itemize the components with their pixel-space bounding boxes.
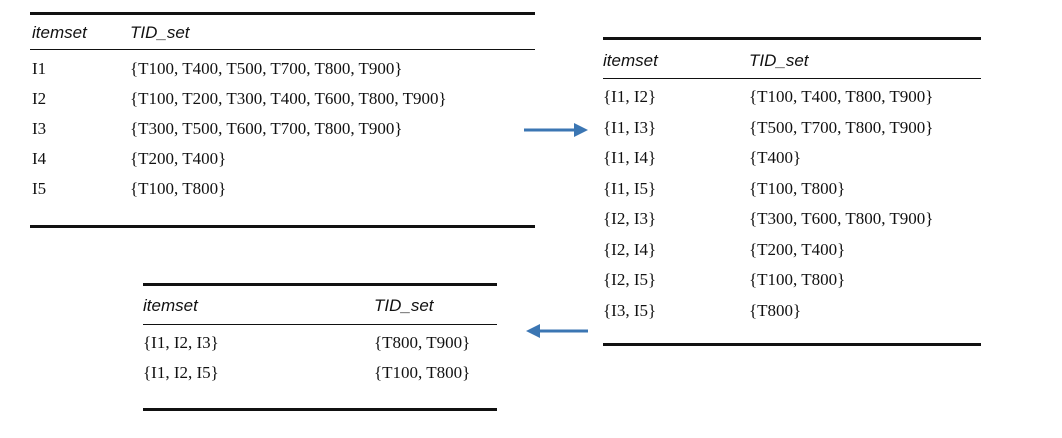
header-itemset: itemset <box>32 23 87 42</box>
itemset-cell: {I3, I5} <box>603 300 657 320</box>
table-row: {I1, I5} {T100, T800} <box>603 174 981 205</box>
tid-set-cell: {T300, T600, T800, T900} <box>749 209 934 228</box>
bottom-rule <box>603 343 981 346</box>
tid-set-cell: {T200, T400} <box>749 239 846 259</box>
tid-set-cell: {T200, T400} <box>130 149 227 168</box>
itemset-cell: {I2, I3} <box>603 209 657 228</box>
header-tid-set: TID_set <box>374 296 434 315</box>
itemset-table-2: itemset TID_set {I1, I2} {T100, T400, T8… <box>603 37 981 346</box>
itemset-cell: I3 <box>32 119 47 138</box>
tid-set-cell: {T100, T800} <box>130 179 227 198</box>
table-row: {I3, I5} {T800} <box>603 296 981 327</box>
tid-set-cell: {T800} <box>749 300 802 320</box>
tid-set-cell: {T300, T500, T600, T700, T800, T900} <box>130 119 403 138</box>
header-tid-set: TID_set <box>130 23 190 42</box>
itemset-cell: I5 <box>32 179 47 198</box>
arrow-left-icon <box>526 324 588 338</box>
header-row: itemset TID_set <box>603 40 981 78</box>
itemset-cell: {I2, I5} <box>603 270 657 289</box>
table-row: {I2, I3} {T300, T600, T800, T900} <box>603 204 981 235</box>
table-row: {I1, I4} {T400} <box>603 143 981 174</box>
table-row: {I1, I2} {T100, T400, T800, T900} <box>603 82 981 113</box>
table-row: {I1, I2, I3} {T800, T900} <box>143 328 497 358</box>
header-row: itemset TID_set <box>143 286 497 324</box>
itemset-table-1: itemset TID_set I1 {T100, T400, T500, T7… <box>30 12 535 228</box>
header-itemset: itemset <box>143 296 198 315</box>
tid-set-cell: {T100, T400, T800, T900} <box>749 87 934 106</box>
tid-set-cell: {T100, T800} <box>749 178 846 198</box>
top-rule <box>30 12 535 15</box>
bottom-rule <box>143 408 497 411</box>
header-row: itemset TID_set <box>30 15 535 49</box>
tid-set-cell: {T100, T800} <box>374 363 471 382</box>
tid-set-cell: {T100, T800} <box>749 270 846 289</box>
header-rule <box>30 49 535 50</box>
table-row: I5 {T100, T800} <box>30 174 535 204</box>
top-rule <box>603 37 981 40</box>
itemset-table-3: itemset TID_set {I1, I2, I3} {T800, T900… <box>143 283 497 411</box>
itemset-cell: {I2, I4} <box>603 239 657 259</box>
top-rule <box>143 283 497 286</box>
itemset-cell: {I1, I2, I5} <box>143 363 219 382</box>
itemset-cell: I2 <box>32 89 47 108</box>
tid-set-cell: {T100, T200, T300, T400, T600, T800, T90… <box>130 89 447 108</box>
tid-set-cell: {T400} <box>749 148 802 167</box>
header-itemset: itemset <box>603 51 658 70</box>
table-row: {I1, I2, I5} {T100, T800} <box>143 358 497 388</box>
header-rule <box>143 324 497 325</box>
header-tid-set: TID_set <box>749 51 809 70</box>
itemset-cell: {I1, I5} <box>603 178 657 198</box>
table-row: I3 {T300, T500, T600, T700, T800, T900} <box>30 114 535 144</box>
tid-set-cell: {T100, T400, T500, T700, T800, T900} <box>130 59 403 78</box>
table-row: {I2, I4} {T200, T400} <box>603 235 981 266</box>
itemset-cell: {I1, I4} <box>603 148 657 167</box>
tid-set-cell: {T500, T700, T800, T900} <box>749 117 934 137</box>
tid-set-cell: {T800, T900} <box>374 333 471 352</box>
table-row: I1 {T100, T400, T500, T700, T800, T900} <box>30 54 535 84</box>
table-row: I2 {T100, T200, T300, T400, T600, T800, … <box>30 84 535 114</box>
itemset-cell: {I1, I2, I3} <box>143 333 219 352</box>
bottom-rule <box>30 225 535 228</box>
header-rule <box>603 78 981 79</box>
arrow-right-icon <box>524 123 588 137</box>
itemset-cell: {I1, I3} <box>603 117 657 137</box>
itemset-cell: {I1, I2} <box>603 87 657 106</box>
itemset-cell: I4 <box>32 149 47 168</box>
table-row: {I1, I3} {T500, T700, T800, T900} <box>603 113 981 144</box>
itemset-cell: I1 <box>32 59 47 78</box>
table-row: I4 {T200, T400} <box>30 144 535 174</box>
table-row: {I2, I5} {T100, T800} <box>603 265 981 296</box>
